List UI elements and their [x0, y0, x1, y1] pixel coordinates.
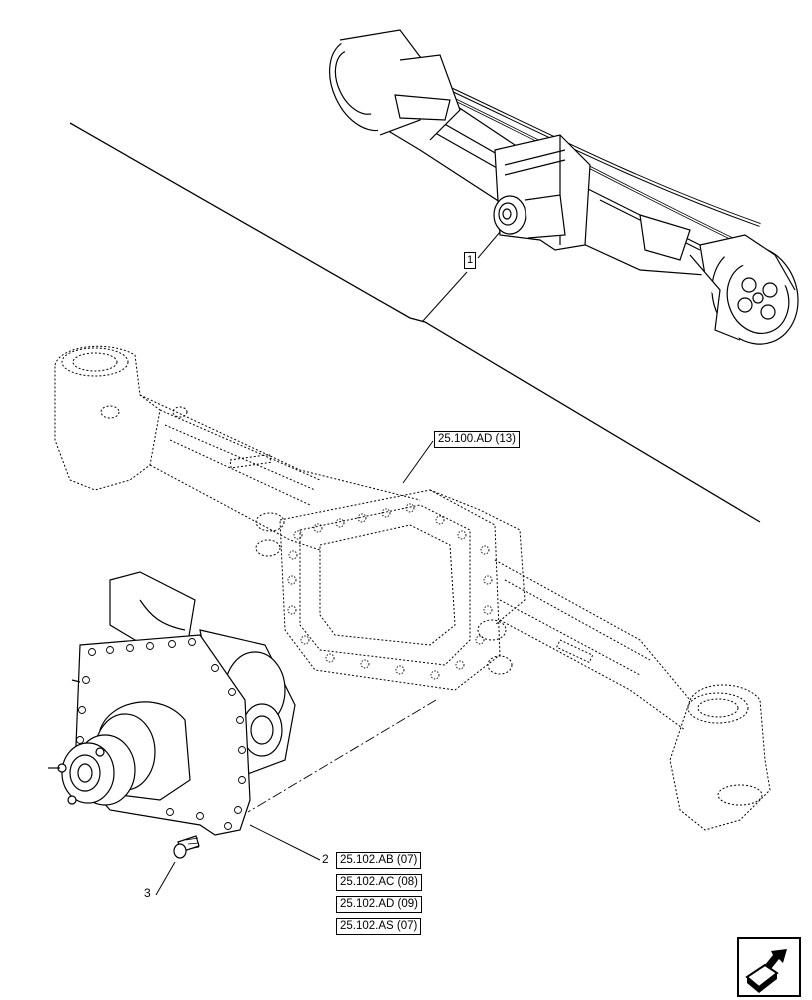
callout-1-leader — [477, 231, 501, 259]
next-page-arrow-icon[interactable] — [737, 937, 801, 997]
flange-bolt-holes — [76, 638, 246, 830]
callout-diff-ref-1[interactable]: 25.102.AB (07) — [336, 852, 422, 869]
callout-1-leader-lower — [421, 271, 468, 323]
assembly-centerline — [247, 699, 437, 813]
callout-diff-ref-4[interactable]: 25.102.AS (07) — [336, 918, 422, 935]
callout-diff-ref-3[interactable]: 25.102.AD (09) — [336, 896, 422, 913]
cap-screw — [173, 835, 200, 859]
callout-2-number: 2 — [322, 852, 329, 866]
callout-2-leader — [249, 824, 321, 861]
callout-3-number: 3 — [144, 886, 151, 900]
callout-1-label[interactable]: 1 — [464, 252, 477, 269]
differential-illustration — [48, 571, 296, 859]
callout-axle-leader — [402, 440, 434, 484]
complete-axle-illustration — [329, 29, 799, 345]
callout-axle-housing-ref[interactable]: 25.100.AD (13) — [434, 431, 520, 448]
section-divider-line — [69, 122, 761, 523]
callout-3-leader — [155, 861, 176, 896]
axle-housing-illustration — [54, 345, 771, 831]
housing-bolt-holes — [287, 503, 493, 680]
callout-diff-ref-2[interactable]: 25.102.AC (08) — [336, 874, 422, 891]
